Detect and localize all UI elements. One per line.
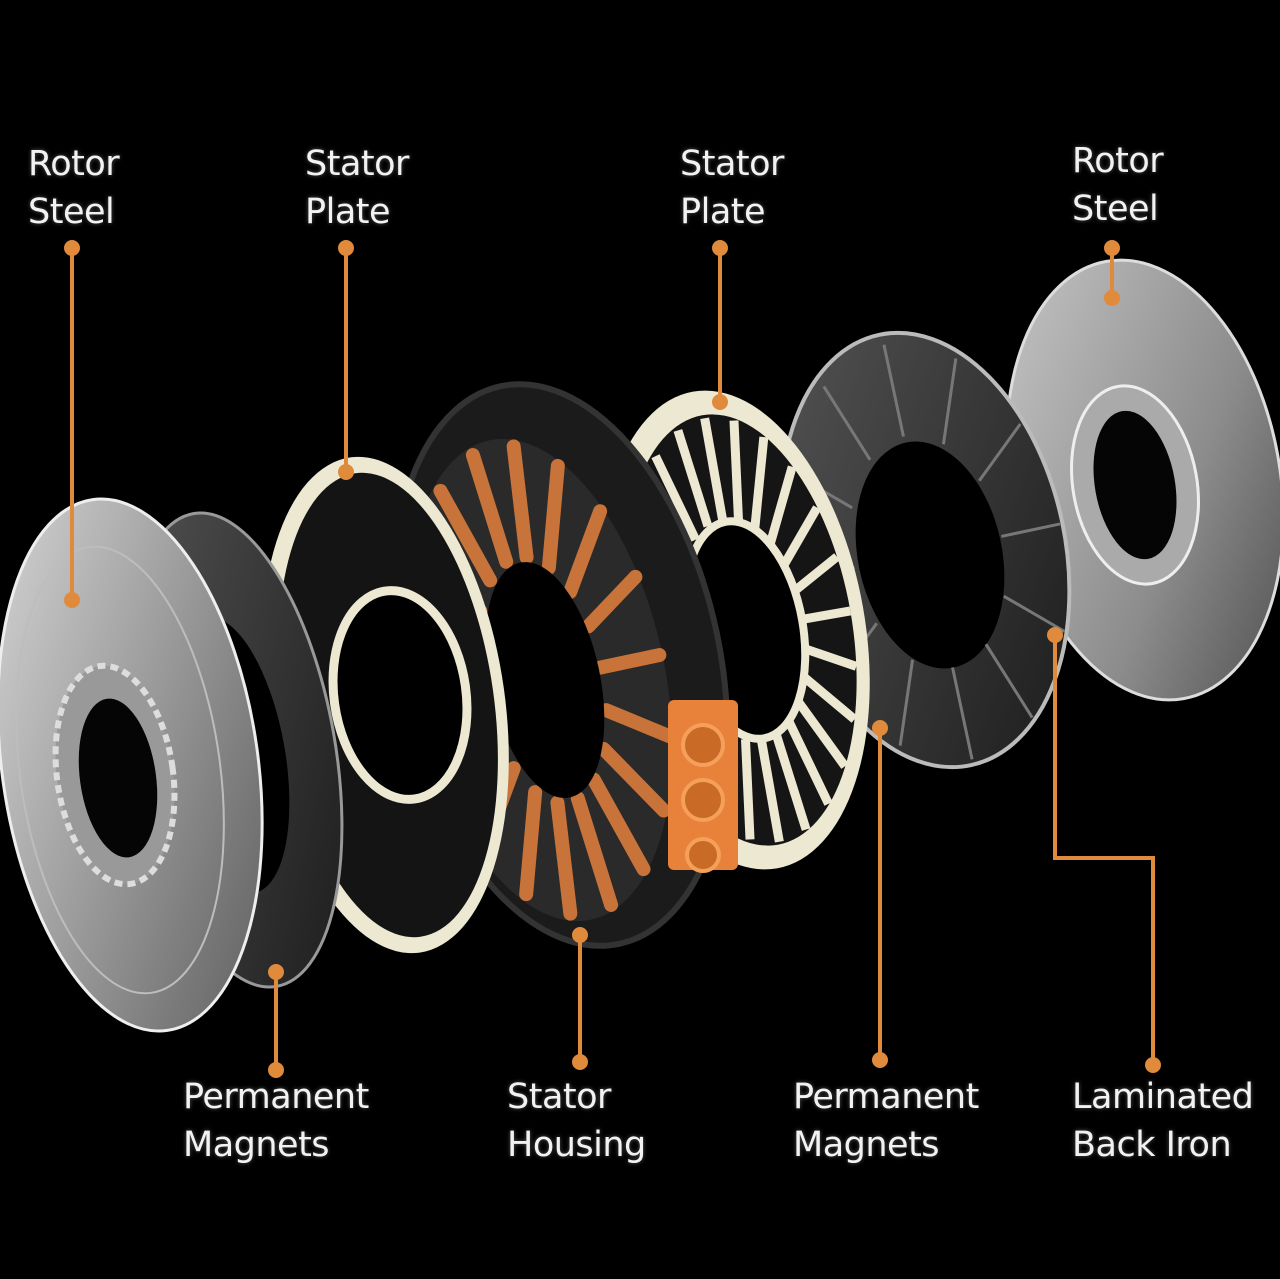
stator-coil (506, 439, 534, 565)
label-line: Stator (305, 144, 409, 184)
magnet-segment-edge (984, 643, 1034, 719)
label-line: Steel (1072, 189, 1159, 229)
magnet-segment-edge (822, 385, 872, 461)
label-stator-housing: Stator Housing (507, 1073, 646, 1169)
label-line: Permanent (183, 1077, 369, 1117)
label-stator-plate-left: Stator Plate (305, 140, 409, 236)
label-line: Steel (28, 192, 115, 232)
stator-coil (519, 785, 543, 902)
stator-plate-spoke (784, 718, 833, 806)
stator-plate-spoke (740, 739, 755, 840)
magnet-segment-edge (898, 659, 915, 746)
stator-coil (465, 448, 514, 569)
stator-plate-spoke (700, 417, 727, 521)
magnet-segment-edge (882, 344, 905, 437)
stator-plate-spoke (651, 454, 700, 542)
right-rotor-steel (1005, 258, 1280, 702)
label-line: Plate (680, 192, 766, 232)
leader-back-iron (1053, 635, 1155, 1065)
magnet-segment-edge (951, 667, 974, 760)
label-line: Rotor (28, 144, 120, 184)
label-rotor-steel-right: Rotor Steel (1072, 137, 1164, 233)
magnet-segment-edge (1003, 594, 1066, 633)
label-line: Magnets (793, 1125, 940, 1165)
stator-coil (570, 791, 619, 912)
stator-plate-spoke (771, 732, 811, 831)
stator-plate-spoke (800, 672, 858, 723)
stator-plate-spoke (791, 553, 840, 595)
stator-coil (433, 483, 498, 588)
stator-coil (581, 569, 643, 634)
stator-plate-spoke (673, 429, 713, 528)
label-laminated-back-iron: Laminated Back Iron (1072, 1073, 1254, 1169)
stator-plate-spoke (793, 697, 849, 769)
stator-coil (593, 648, 667, 675)
leader-lines (64, 240, 1161, 1078)
stator-coil (596, 742, 671, 818)
label-stator-plate-right: Stator Plate (680, 140, 784, 236)
stator-coil (563, 504, 608, 599)
magnet-segment-edge (941, 358, 958, 445)
label-line: Rotor (1072, 141, 1164, 181)
label-line: Magnets (183, 1125, 330, 1165)
label-line: Plate (305, 192, 391, 232)
label-line: Stator (680, 144, 784, 184)
stator-plate-spoke (757, 739, 784, 843)
stator-coil (599, 703, 677, 744)
label-line: Stator (507, 1077, 611, 1117)
stator-plate-spoke (729, 420, 744, 521)
stator-plate-spoke (800, 606, 852, 625)
stator-plate-spoke (750, 436, 769, 530)
label-permanent-magnets-left: Permanent Magnets (183, 1073, 369, 1169)
label-line: Back Iron (1072, 1125, 1232, 1165)
stator-coil (586, 772, 651, 877)
magnet-segment-edge (1001, 522, 1061, 538)
label-line: Laminated (1072, 1077, 1254, 1117)
connector-block (668, 700, 738, 873)
magnet-segment-edge (978, 423, 1022, 482)
label-line: Permanent (793, 1077, 979, 1117)
stator-coil (550, 795, 578, 921)
stator-plate-spoke (802, 644, 858, 671)
label-rotor-steel-left: Rotor Steel (28, 140, 120, 236)
left-rotor-steel (0, 497, 264, 1033)
label-line: Housing (507, 1125, 646, 1165)
label-permanent-magnets-right: Permanent Magnets (793, 1073, 979, 1169)
stator-plate-spoke (779, 505, 822, 569)
stator-coil (541, 458, 565, 575)
stator-plate-spoke (765, 465, 797, 546)
